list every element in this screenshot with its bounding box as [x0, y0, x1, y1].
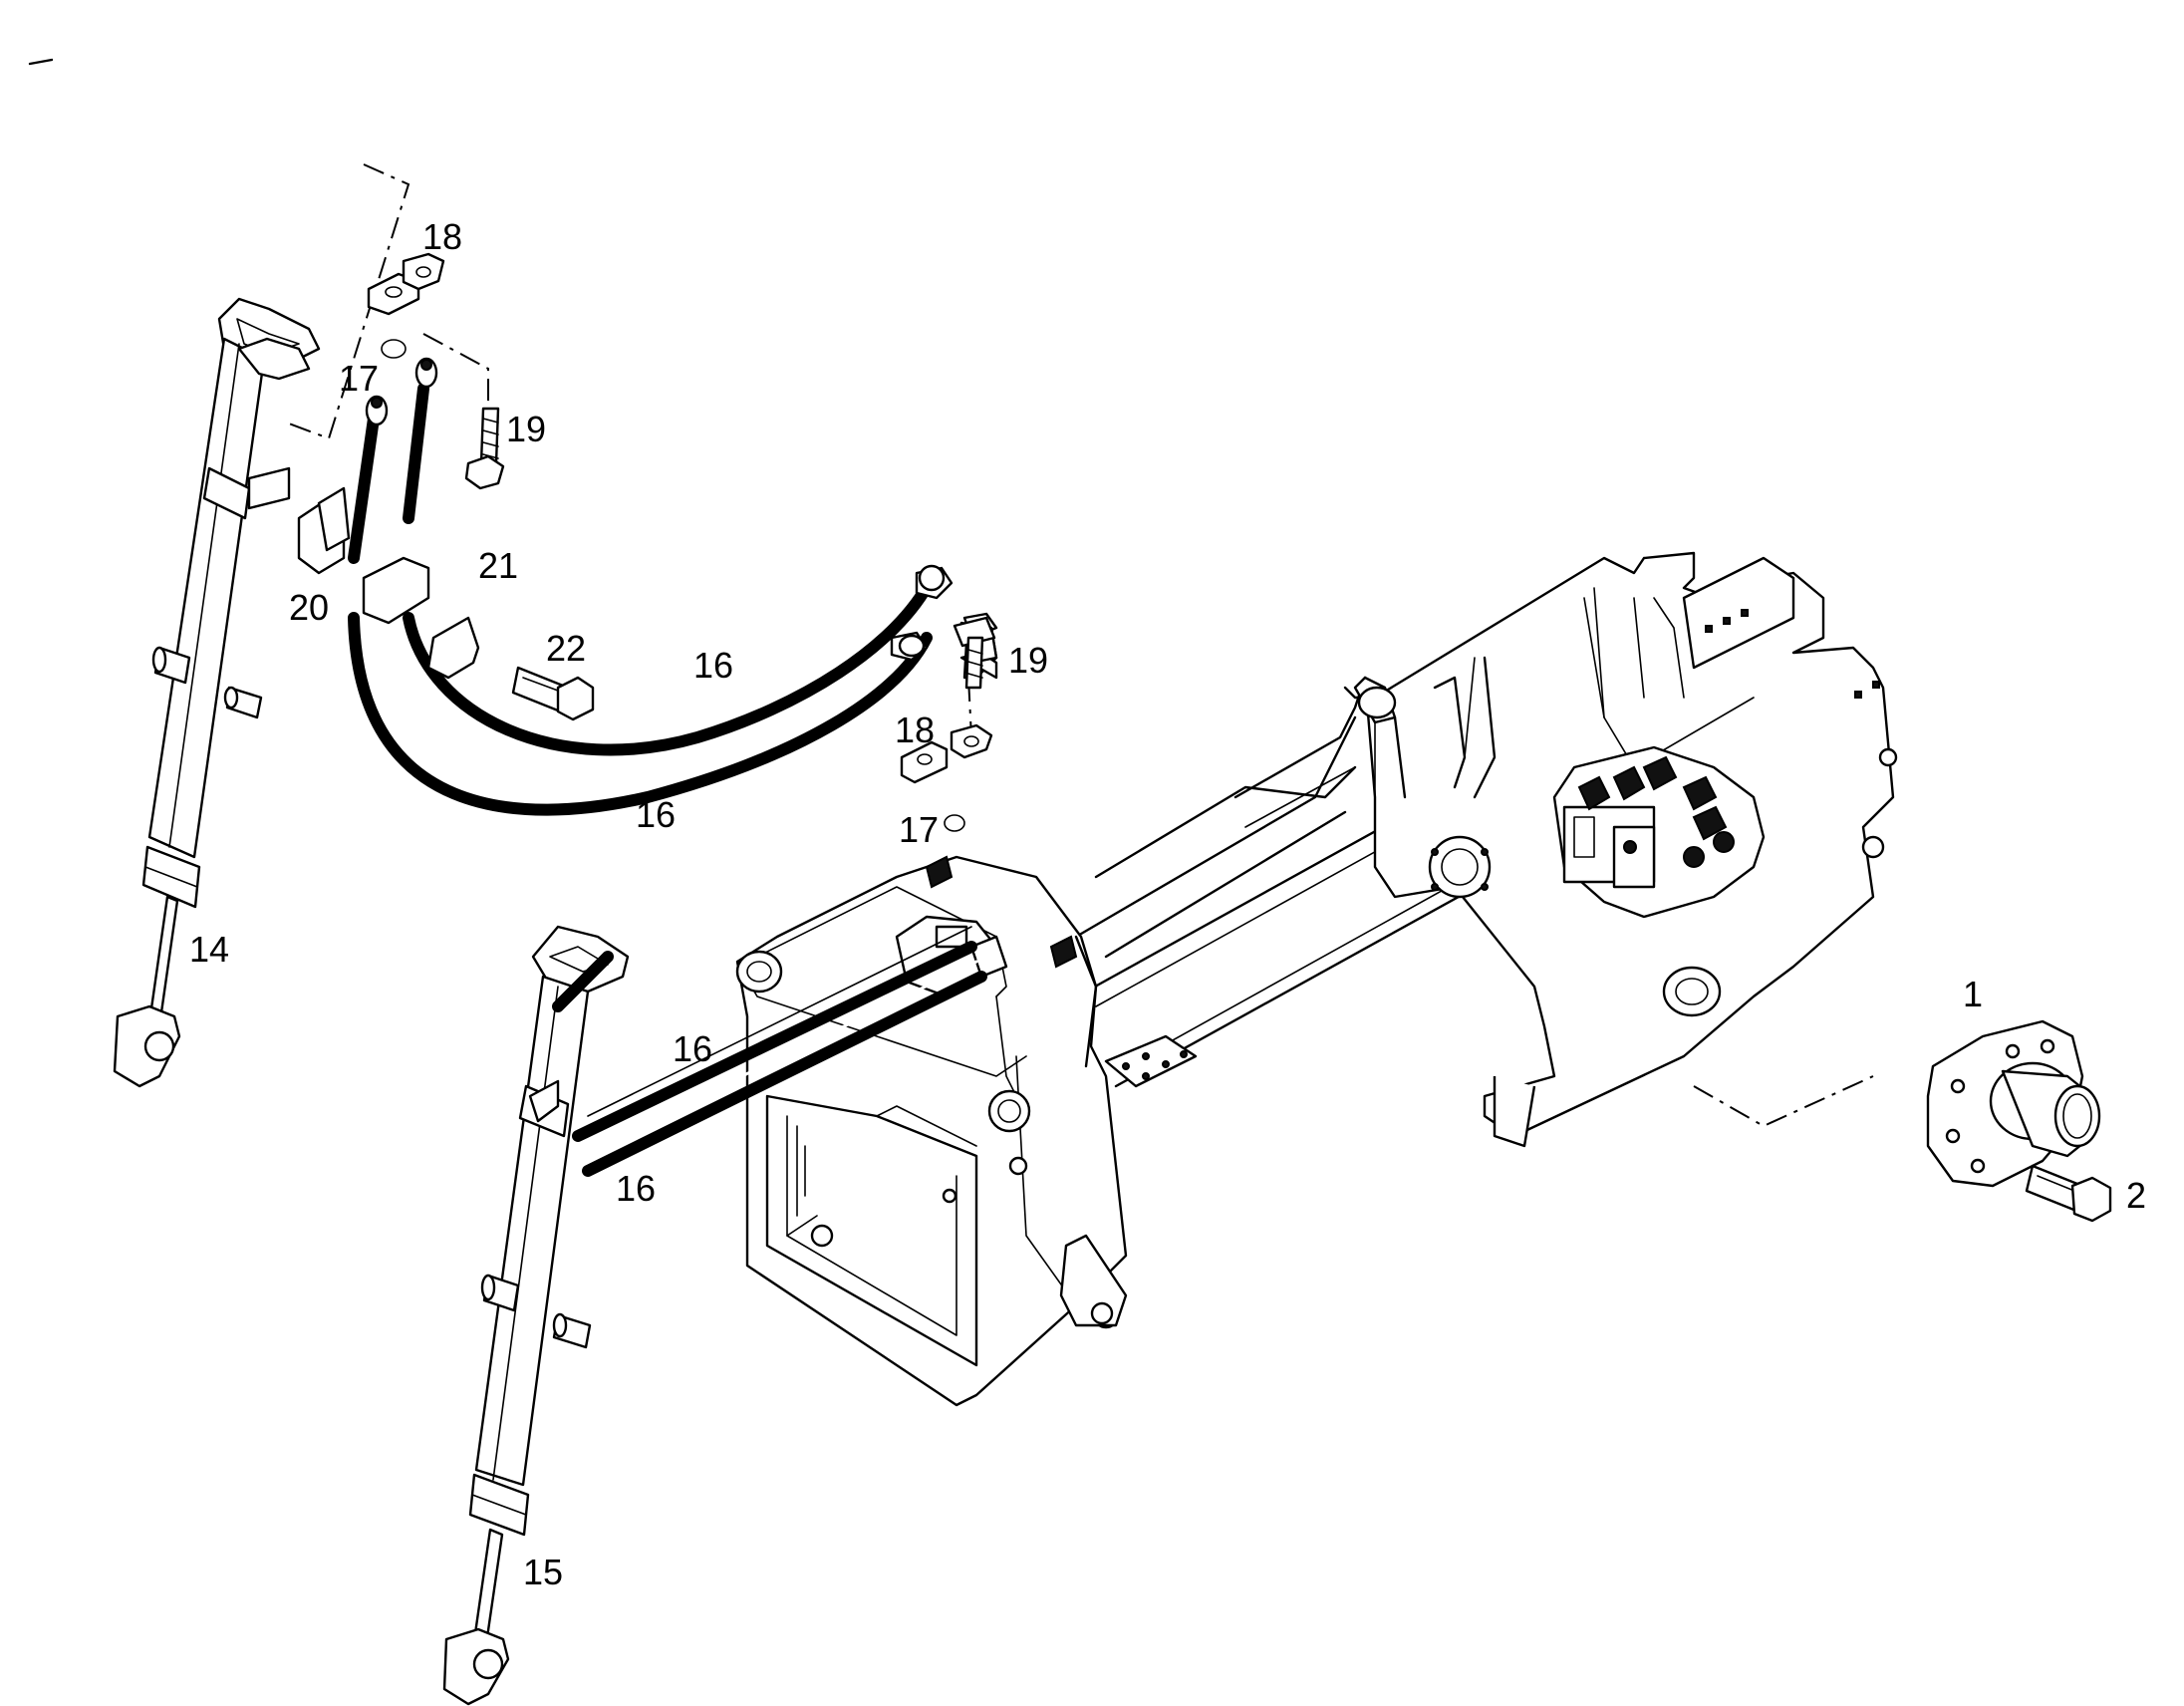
callout-16-hose-a: 16 [673, 1028, 712, 1069]
callout-20: 20 [289, 587, 329, 628]
upper-hose-assembly [288, 163, 998, 1177]
callout-17-upper: 17 [339, 358, 379, 399]
hydraulic-cylinder-14 [113, 297, 321, 1088]
hydraulic-cylinder-15 [442, 925, 630, 1706]
machine-frame [1074, 551, 1898, 1148]
callout-21: 21 [478, 545, 518, 586]
callout-18-lower: 18 [895, 710, 935, 750]
bolt-2 [2025, 1164, 2112, 1223]
control-valve-block [1552, 745, 1766, 919]
front-frame-box [735, 855, 1198, 1407]
callout-16-upper: 16 [693, 645, 733, 686]
callout-15: 15 [523, 1552, 563, 1592]
callout-16-hose-b: 16 [616, 1168, 656, 1209]
callout-17-lower: 17 [899, 809, 939, 850]
scan-mark [28, 58, 54, 66]
callout-16-mid: 16 [636, 794, 676, 835]
pivot-flange-1 [1926, 1019, 2101, 1188]
callout-19-upper: 19 [506, 409, 546, 449]
callout-18-upper: 18 [422, 216, 462, 257]
callout-14: 14 [189, 929, 229, 970]
callout-22: 22 [546, 628, 586, 669]
callout-2: 2 [2126, 1175, 2146, 1216]
callout-19-lower: 19 [1008, 640, 1048, 681]
callout-1: 1 [1963, 974, 1983, 1014]
